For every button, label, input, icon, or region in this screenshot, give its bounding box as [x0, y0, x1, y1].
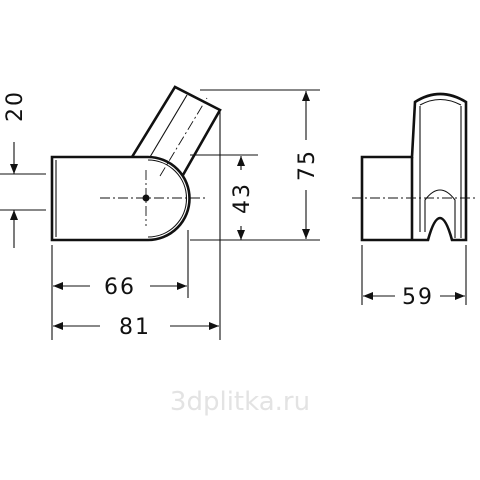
side-view-centerline-tube [159, 97, 208, 177]
front-view-slot-curve [424, 189, 456, 238]
side-view [50, 85, 222, 242]
side-view-inner-arc [147, 159, 188, 238]
dimension-66: 66 [53, 275, 187, 300]
dimension-43-label: 43 [230, 182, 255, 214]
dimension-43: 43 [230, 156, 255, 240]
dimension-66-label: 66 [104, 275, 136, 300]
front-view-extension-lines [361, 245, 467, 305]
watermark: 3dplitka.ru [170, 387, 310, 417]
front-view [352, 92, 478, 242]
front-view-outline [360, 92, 468, 242]
side-view-body [50, 155, 191, 242]
dimension-75-label: 75 [295, 149, 320, 181]
dimension-75: 75 [295, 91, 320, 239]
side-view-extension-lines [0, 89, 320, 340]
side-view-angled-tube [130, 85, 222, 176]
front-view-tube-rim [419, 98, 462, 106]
dimension-20-label: 20 [3, 90, 28, 122]
dimension-59-label: 59 [402, 285, 434, 310]
dimension-81: 81 [53, 315, 219, 340]
dimension-81-label: 81 [119, 315, 151, 340]
side-view-tube-inner [149, 94, 188, 158]
dimension-20: 20 [3, 90, 28, 248]
dimension-59: 59 [363, 285, 465, 310]
